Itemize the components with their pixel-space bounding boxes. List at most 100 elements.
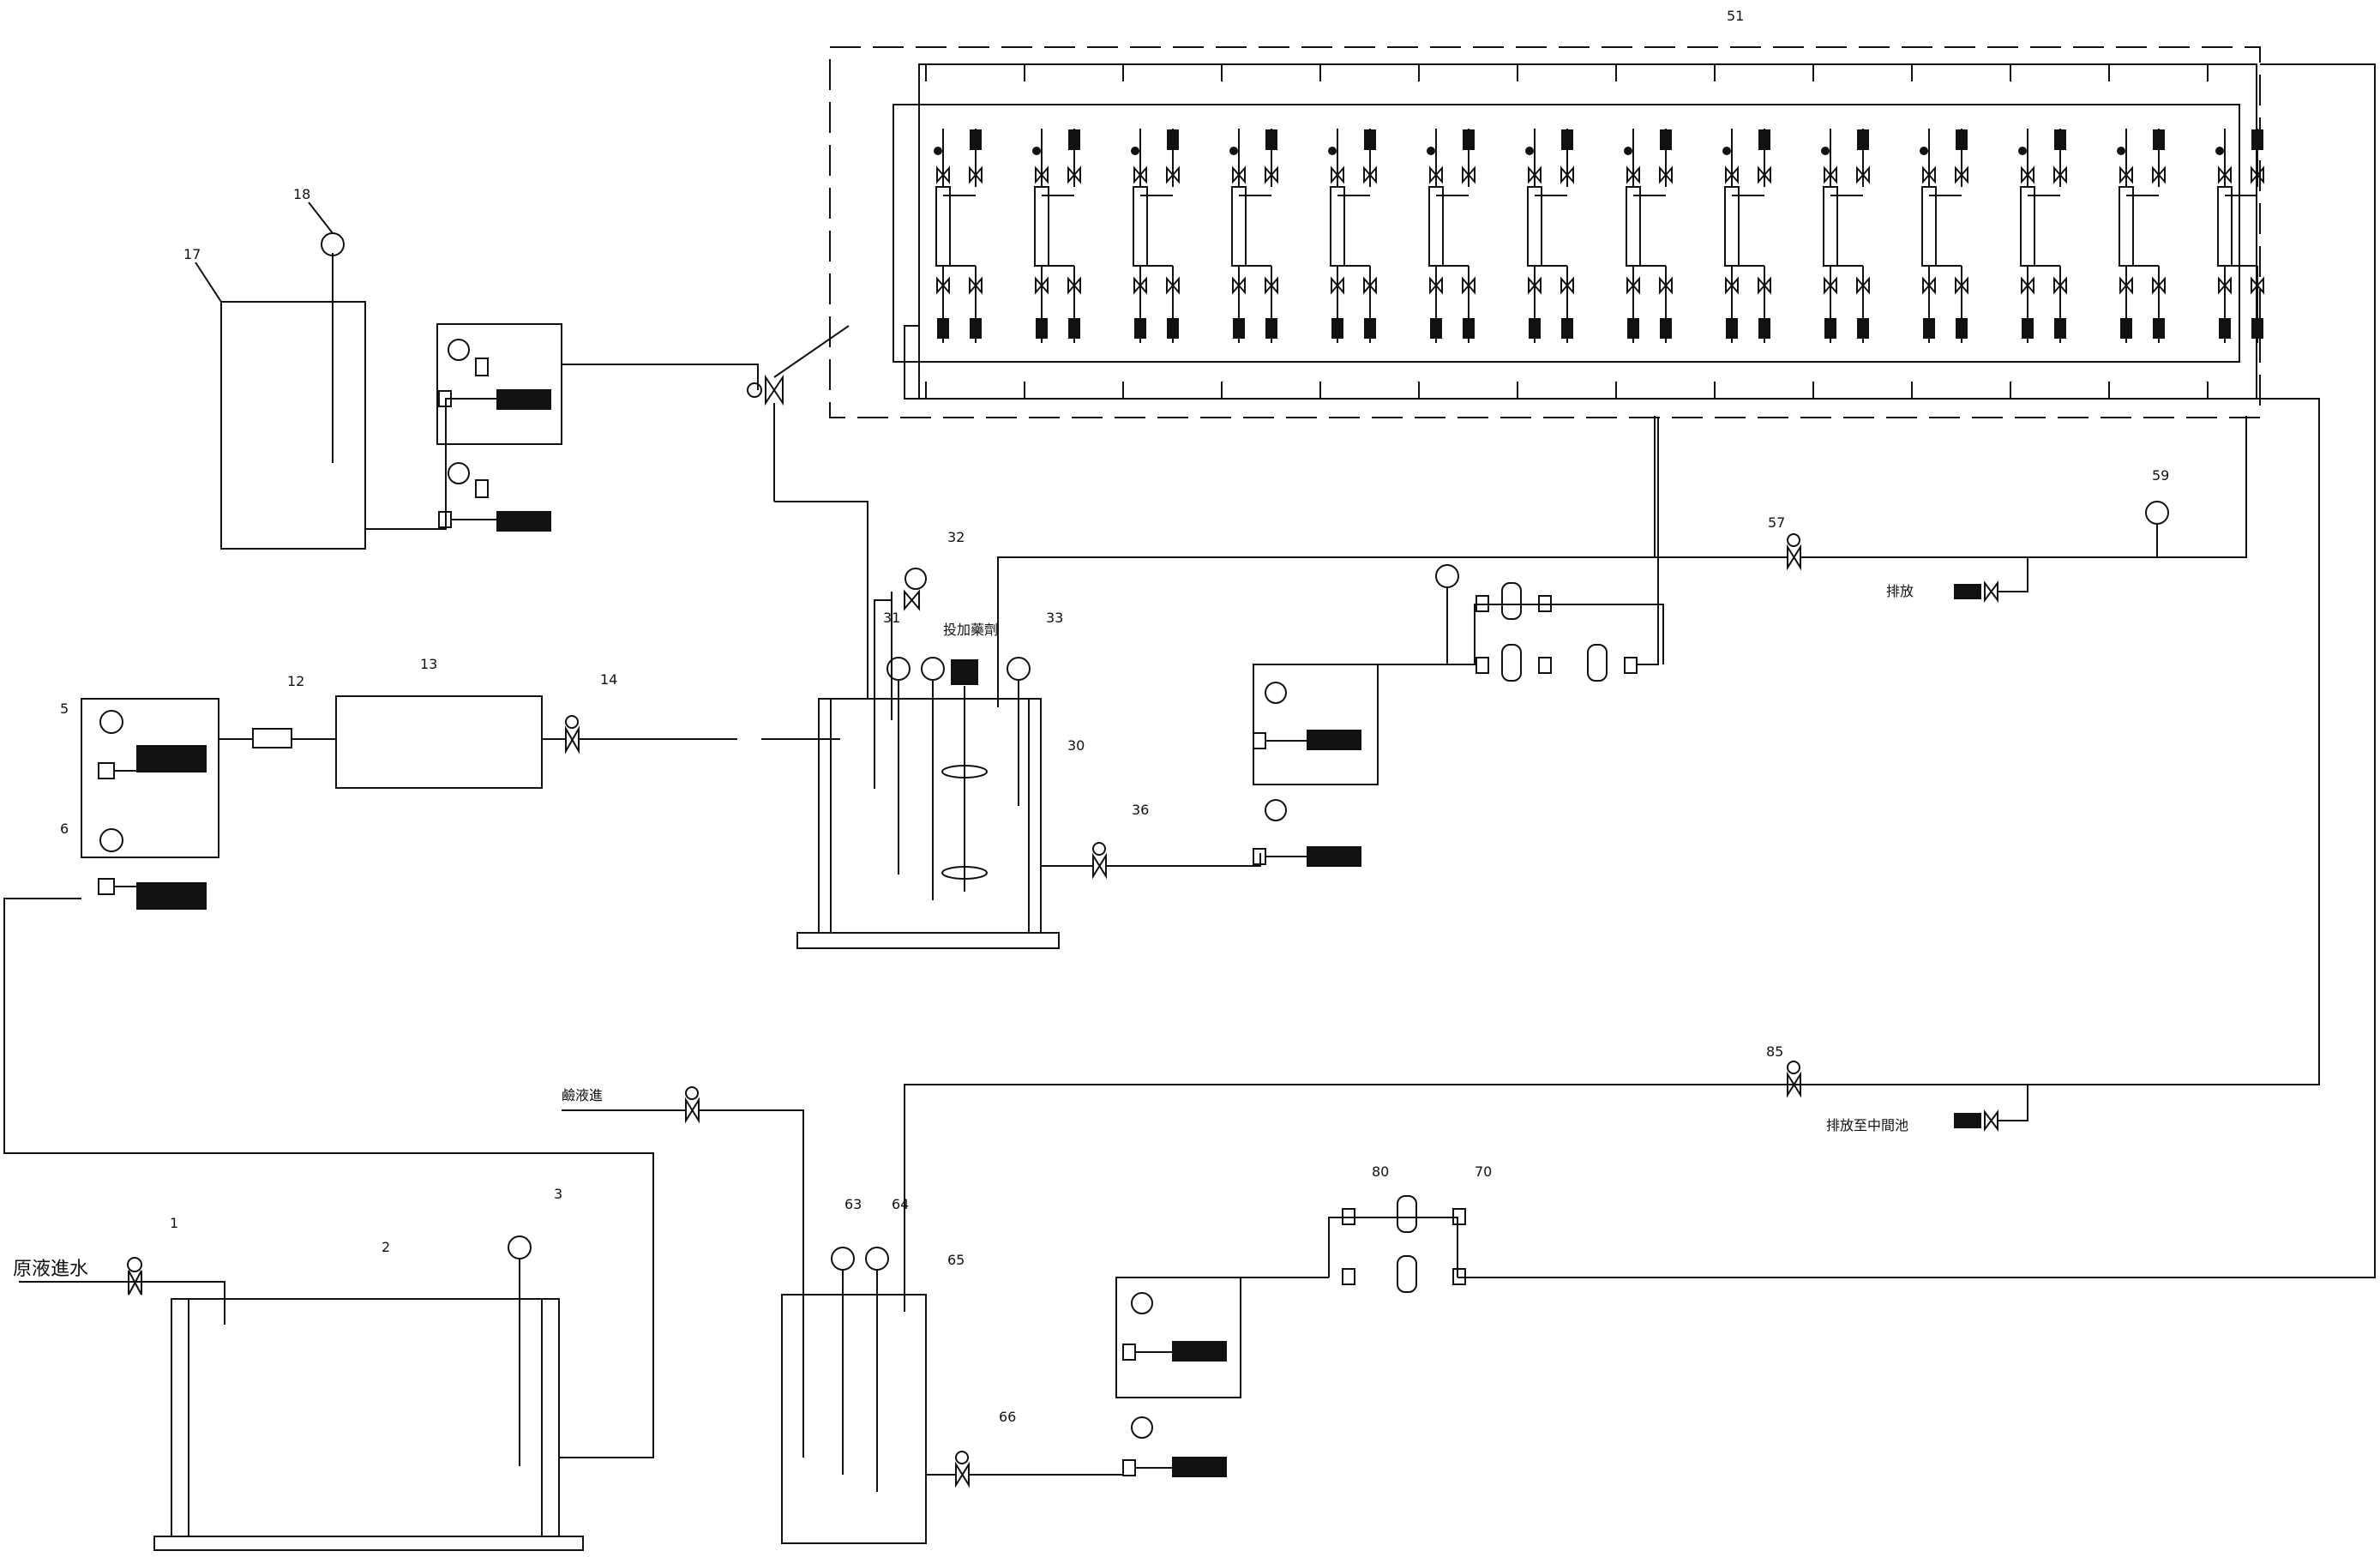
check-valve-icon [1453,1209,1465,1224]
module-frame-group [830,47,2260,418]
valve-icon [1233,279,1245,292]
mid-valve-tag: 14 [600,671,617,688]
sensor-icon [1956,130,1967,149]
valve-icon [2251,168,2263,182]
cartridge-lower-loop [1329,1217,1457,1277]
reagent-valve-icon [686,1100,699,1121]
cartridge-lower-group [1329,1196,1465,1292]
sensor-icon [1135,319,1145,338]
buffer-gauge-a-tag: 63 [844,1196,862,1212]
buffer-gauge-b-tag: 64 [892,1196,909,1212]
sensor-icon [1727,319,1737,338]
check-valve-icon [1476,596,1488,611]
buffer-gauge-icon [832,1247,854,1270]
valve-icon [1463,168,1475,182]
cartridge-lower-tag: 80 [1372,1163,1389,1180]
reactor-outlet-valve-tag: 36 [1132,802,1149,818]
valve-icon [937,168,949,182]
dosing-gauge-icon [905,568,926,589]
reactor-pump-skid [1253,664,1440,866]
sensor-icon [1037,319,1047,338]
stock-suction-pipe [446,399,463,514]
sensor-icon [1825,319,1836,338]
pump-icon [1307,847,1361,866]
sample-point-icon [1230,147,1237,154]
sample-point-icon [1625,147,1632,154]
return-line [1800,416,2246,557]
membrane-column-icon [1331,187,1344,266]
raw-tank-gauge-tag: 3 [554,1186,562,1202]
sensor-icon [2154,130,2164,149]
valve-icon [476,358,488,376]
sensor-icon [1069,130,1079,149]
pump-icon [497,512,550,531]
sample-point-icon [2019,147,2026,154]
buffer-outlet-pipe [969,1466,1123,1475]
check-valve-icon [1343,1209,1355,1224]
pressure-gauge-icon [1132,1293,1152,1314]
dosing-label: 投加藥劑 [943,622,998,638]
check-valve-icon [1343,1269,1355,1284]
sensor-icon [1266,319,1277,338]
sensor-icon [1431,319,1441,338]
cartridge-filter-icon [1502,645,1521,681]
cartridge-outlet-pipe [1637,418,1658,664]
lower-return-valve-actuator [1788,1061,1800,1073]
discharge-valve-icon [1985,1112,1998,1129]
raw-tank-gauge-icon [508,1236,531,1259]
sensor-icon [2154,319,2164,338]
check-valve-icon [1625,658,1637,673]
sensor-icon [2121,319,2131,338]
sample-point-icon [1526,147,1533,154]
valve-icon [1923,279,1935,292]
sensor-icon [1234,319,1244,338]
pump-skid-frame [437,324,562,444]
sensor-icon [1759,319,1770,338]
valve-icon [1956,168,1968,182]
stock-discharge-pipe [562,364,758,390]
buffer-tank [782,1295,926,1543]
valve-icon [2153,168,2165,182]
raw-tank-wall-right [542,1299,559,1536]
valve-icon [2219,279,2231,292]
sensor-icon [2252,319,2263,338]
valve-icon [1331,279,1343,292]
sensor-icon [1463,130,1474,149]
sensor-icon [2022,319,2033,338]
valve-icon [1561,279,1573,292]
pressure-gauge-icon [1132,1417,1152,1438]
valve-icon [1726,279,1738,292]
reactor-outlet-valve-icon [1093,856,1106,876]
valve-icon [1036,279,1048,292]
valve-icon [2120,168,2132,182]
buffer-outlet-valve-tag: 66 [999,1409,1016,1425]
return-valve-tag: 57 [1768,514,1785,531]
membrane-column-icon [1035,187,1049,266]
valve-icon [2153,279,2165,292]
reactor-stirrer-motor-icon [952,660,977,684]
valve-icon [1068,168,1080,182]
return-gauge-icon [2146,502,2168,524]
reactor-gauge-a-tag: 31 [883,610,900,626]
raw-inlet-pipe [19,1282,225,1325]
raw-inlet-label: 原液進水 [13,1259,88,1280]
sensor-icon [1168,130,1178,149]
valve-icon [1134,168,1146,182]
filter-icon [253,729,291,748]
stock-gauge-tag: 18 [293,186,310,202]
stock-tank [221,302,365,549]
sensor-icon [1858,319,1868,338]
valve-icon [1726,168,1738,182]
sensor-icon [1562,130,1572,149]
valve-icon [1529,168,1541,182]
sensor-icon [1661,130,1671,149]
flowmeter-icon [1955,1114,1980,1127]
raw-inlet-valve-tag: 1 [170,1215,178,1231]
pump-icon [1173,1458,1226,1476]
valve-icon [476,480,488,497]
reactor-gauge-icon [1007,658,1030,680]
valve-icon [1627,279,1639,292]
discharge-lower-label: 排放至中間池 [1826,1117,1908,1133]
leader-line [195,262,221,302]
stock-pump-skid [437,324,758,531]
